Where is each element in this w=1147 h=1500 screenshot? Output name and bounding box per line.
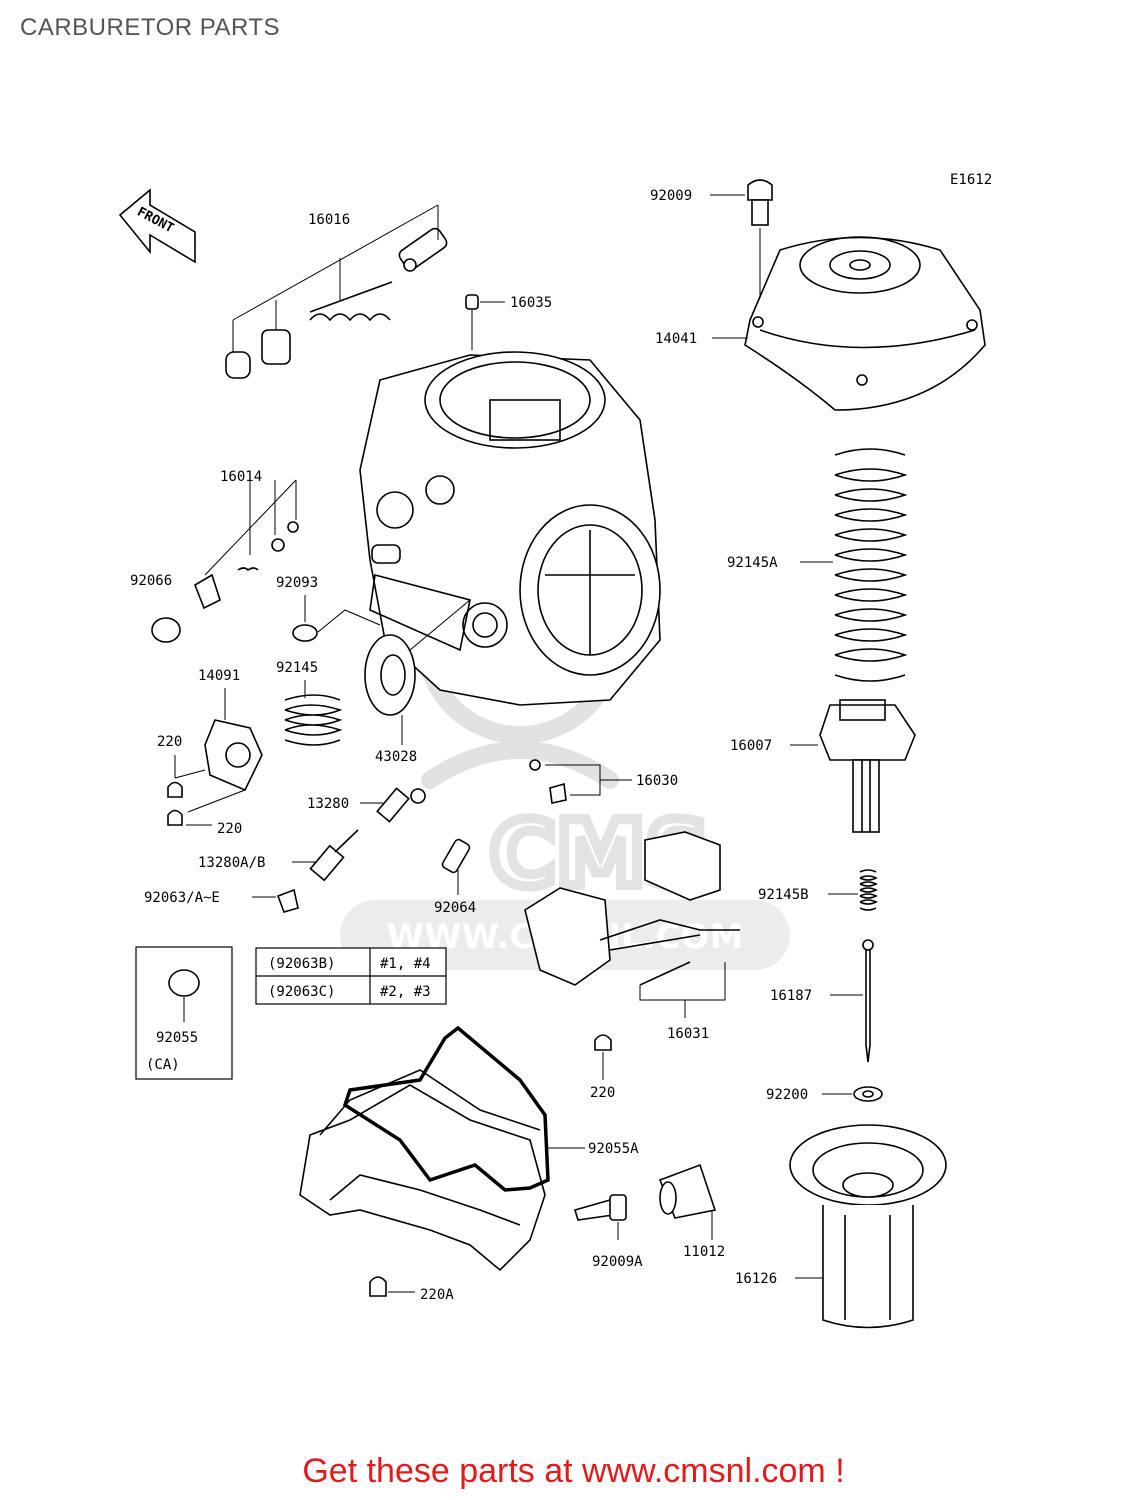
part-label: 92009A bbox=[592, 1254, 643, 1270]
pilot-screw-16014 bbox=[194, 479, 299, 610]
screws-220 bbox=[167, 755, 246, 826]
get-parts-link[interactable]: Get these parts at www.cmsnl.com ! bbox=[302, 1452, 845, 1490]
spec-row-2-cylinders: #2, #3 bbox=[380, 984, 431, 1000]
screw-13280AB bbox=[292, 829, 359, 882]
screw-92009A bbox=[574, 1194, 627, 1240]
gasket-92055A bbox=[342, 1025, 585, 1192]
washer-92200 bbox=[822, 1086, 883, 1102]
spring-92145B bbox=[828, 869, 878, 911]
part-label: 16014 bbox=[220, 469, 262, 485]
spec-row-1-part: (92063B) bbox=[268, 956, 335, 972]
o-ring-92093 bbox=[292, 595, 381, 642]
plug-220A bbox=[369, 1276, 415, 1297]
spring-92145 bbox=[284, 680, 343, 746]
page-title: CARBURETOR PARTS bbox=[20, 14, 281, 41]
diagram-code: E1612 bbox=[950, 172, 992, 188]
part-labels: 16016 16035 92009 14041 16014 92066 9209… bbox=[130, 188, 812, 1303]
part-label: 14041 bbox=[655, 331, 697, 347]
part-label: 92200 bbox=[766, 1087, 808, 1103]
cap-92066 bbox=[151, 617, 181, 643]
cap-11012 bbox=[658, 1163, 717, 1240]
part-label: 16030 bbox=[636, 773, 678, 789]
part-label: 16187 bbox=[770, 988, 812, 1004]
choke-plunger-16016 bbox=[225, 204, 448, 379]
needle-jet-92064 bbox=[441, 838, 471, 895]
spec-row-1-cylinders: #1, #4 bbox=[380, 956, 431, 972]
piston-diaphragm-16126 bbox=[789, 1124, 947, 1329]
spring-92145A bbox=[800, 448, 908, 682]
plug-16035 bbox=[465, 294, 505, 350]
part-label: 220A bbox=[420, 1287, 454, 1303]
part-label: 16016 bbox=[308, 212, 350, 228]
part-label: 92066 bbox=[130, 573, 172, 589]
top-cover-14041 bbox=[712, 236, 986, 411]
part-label: 92093 bbox=[276, 575, 318, 591]
part-label: 16126 bbox=[735, 1271, 777, 1287]
part-label: 16007 bbox=[730, 738, 772, 754]
front-arrow-icon: FRONT bbox=[118, 188, 196, 264]
part-label: 16035 bbox=[510, 295, 552, 311]
screw-13280 bbox=[360, 787, 426, 823]
part-label: 92064 bbox=[434, 900, 476, 916]
main-jet-92063 bbox=[252, 888, 299, 913]
part-label: 220 bbox=[217, 821, 242, 837]
part-label: 11012 bbox=[683, 1244, 725, 1260]
part-label: 14091 bbox=[198, 668, 240, 684]
float-16031 bbox=[524, 831, 740, 1018]
part-label: 92145B bbox=[758, 887, 809, 903]
part-label: 220 bbox=[157, 734, 182, 750]
spec-table: (92063B) #1, #4 (92063C) #2, #3 bbox=[255, 947, 447, 1005]
diaphragm-43028 bbox=[364, 599, 471, 745]
part-label: 13280 bbox=[307, 796, 349, 812]
part-label: (CA) bbox=[146, 1057, 180, 1073]
carburetor-body bbox=[359, 351, 661, 706]
float-bowl bbox=[299, 1069, 546, 1272]
part-label: 92055A bbox=[588, 1141, 639, 1157]
exploded-parts-diagram: WWW.CMSNL.COM CMS FRONT bbox=[118, 172, 992, 1329]
part-label: 16031 bbox=[667, 1026, 709, 1042]
part-label: 92063/A~E bbox=[144, 890, 220, 906]
float-valve-16030 bbox=[529, 759, 632, 804]
screw-92009 bbox=[710, 179, 773, 320]
jet-needle-16187 bbox=[830, 939, 874, 1063]
vacuum-piston-16007 bbox=[790, 699, 916, 833]
part-label: 92055 bbox=[156, 1030, 198, 1046]
part-label: 92145A bbox=[727, 555, 778, 571]
part-label: 13280A/B bbox=[198, 855, 265, 871]
inset-92055-box bbox=[135, 946, 233, 1080]
part-label: 92009 bbox=[650, 188, 692, 204]
part-label: 92145 bbox=[276, 660, 318, 676]
part-label: 43028 bbox=[375, 749, 417, 765]
part-label: 220 bbox=[590, 1085, 615, 1101]
cover-14091 bbox=[174, 688, 263, 792]
spec-row-2-part: (92063C) bbox=[268, 984, 335, 1000]
screw-220-low bbox=[594, 1034, 612, 1080]
